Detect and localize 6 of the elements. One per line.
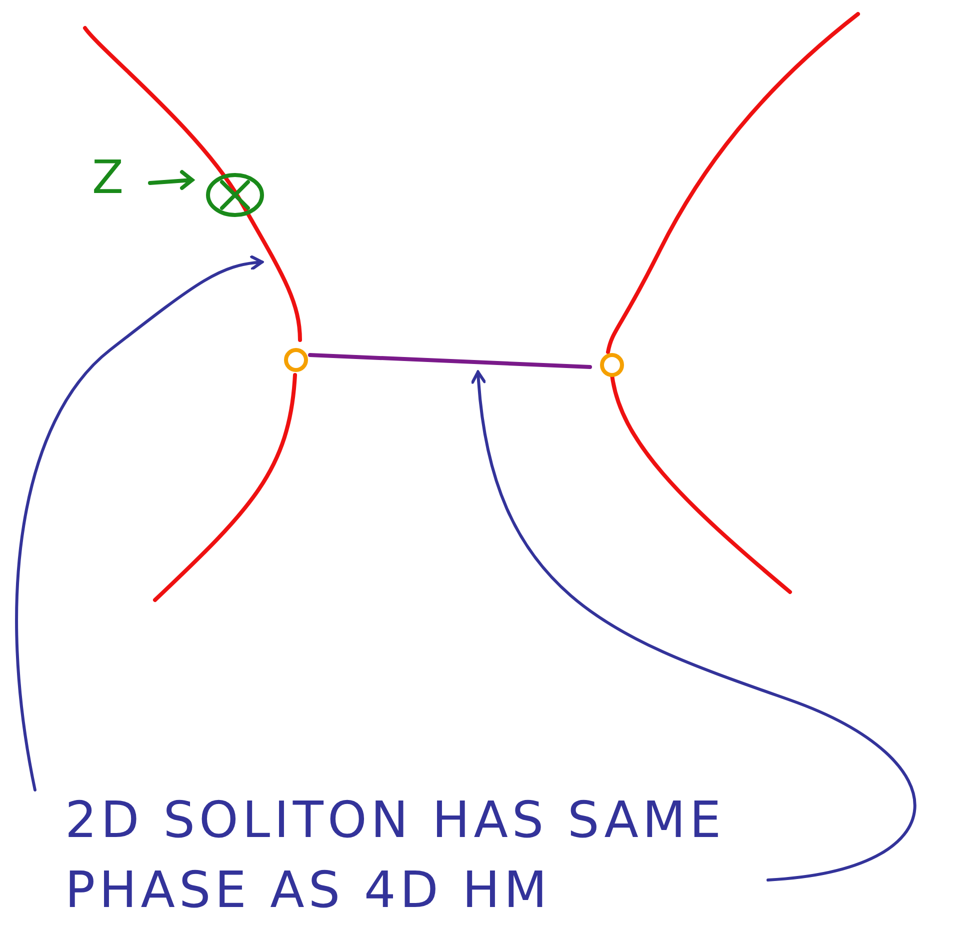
connecting-segment (308, 353, 592, 369)
curve-line (83, 26, 302, 342)
leader-line (472, 370, 916, 882)
axis-label: Z (92, 150, 124, 204)
note-text: 2D SOLITON HAS SAME PHASE AS 4D HM (65, 790, 726, 921)
leader-line (15, 256, 264, 792)
